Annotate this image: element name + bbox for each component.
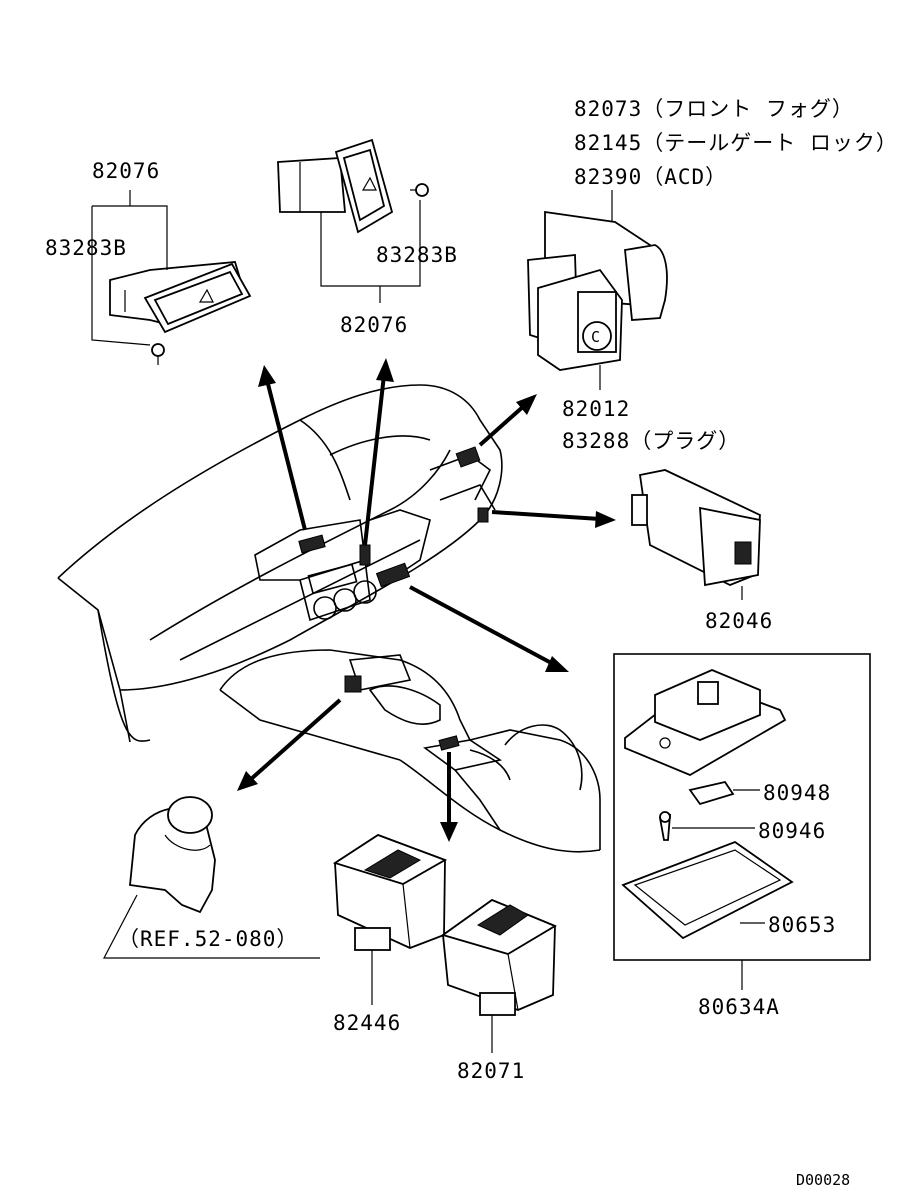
hazard-switch-left <box>91 190 252 365</box>
rear-switch-location <box>438 735 460 751</box>
hazard-switch-location <box>298 534 326 554</box>
switch-82446 <box>332 833 448 1005</box>
shift-knob <box>103 796 320 959</box>
fog-switch-location <box>455 446 481 468</box>
label-82076-center: 82076 <box>340 313 408 337</box>
label-80634a: 80634A <box>698 995 780 1019</box>
label-83283b-center: 83283B <box>376 243 458 267</box>
label-82145: 82145（テールゲート ロック） <box>574 131 898 155</box>
label-80653: 80653 <box>768 913 836 937</box>
label-82012: 82012 <box>562 397 630 421</box>
label-83283b-left: 83283B <box>45 236 127 260</box>
label-83288: 83288（プラグ） <box>562 429 740 453</box>
hazard-switch-center <box>277 138 429 303</box>
switch-82071 <box>440 898 558 1053</box>
window-switch-location <box>344 675 362 693</box>
label-80946: 80946 <box>758 819 826 843</box>
label-82076-left: 82076 <box>92 159 160 183</box>
label-82390: 82390（ACD） <box>574 165 727 189</box>
label-82446: 82446 <box>333 1011 401 1035</box>
plug-82046 <box>631 469 761 600</box>
dome-lamp-parts <box>621 669 794 990</box>
callout-arrows <box>237 358 616 842</box>
hazard-switch-location-2 <box>359 544 371 566</box>
plug-switch-location <box>477 507 489 523</box>
center-switch-location <box>375 562 411 588</box>
dashboard-illustration <box>57 384 601 853</box>
label-82046: 82046 <box>705 609 773 633</box>
acd-switch-glyph: C <box>591 328 600 346</box>
label-82071: 82071 <box>457 1059 525 1083</box>
label-ref: （REF.52-080） <box>118 927 298 951</box>
label-80948: 80948 <box>763 781 831 805</box>
label-82073: 82073（フロント フォグ） <box>574 97 854 121</box>
diagram-code: D00028 <box>796 1171 850 1187</box>
fog-acd-switch: C <box>527 190 668 390</box>
